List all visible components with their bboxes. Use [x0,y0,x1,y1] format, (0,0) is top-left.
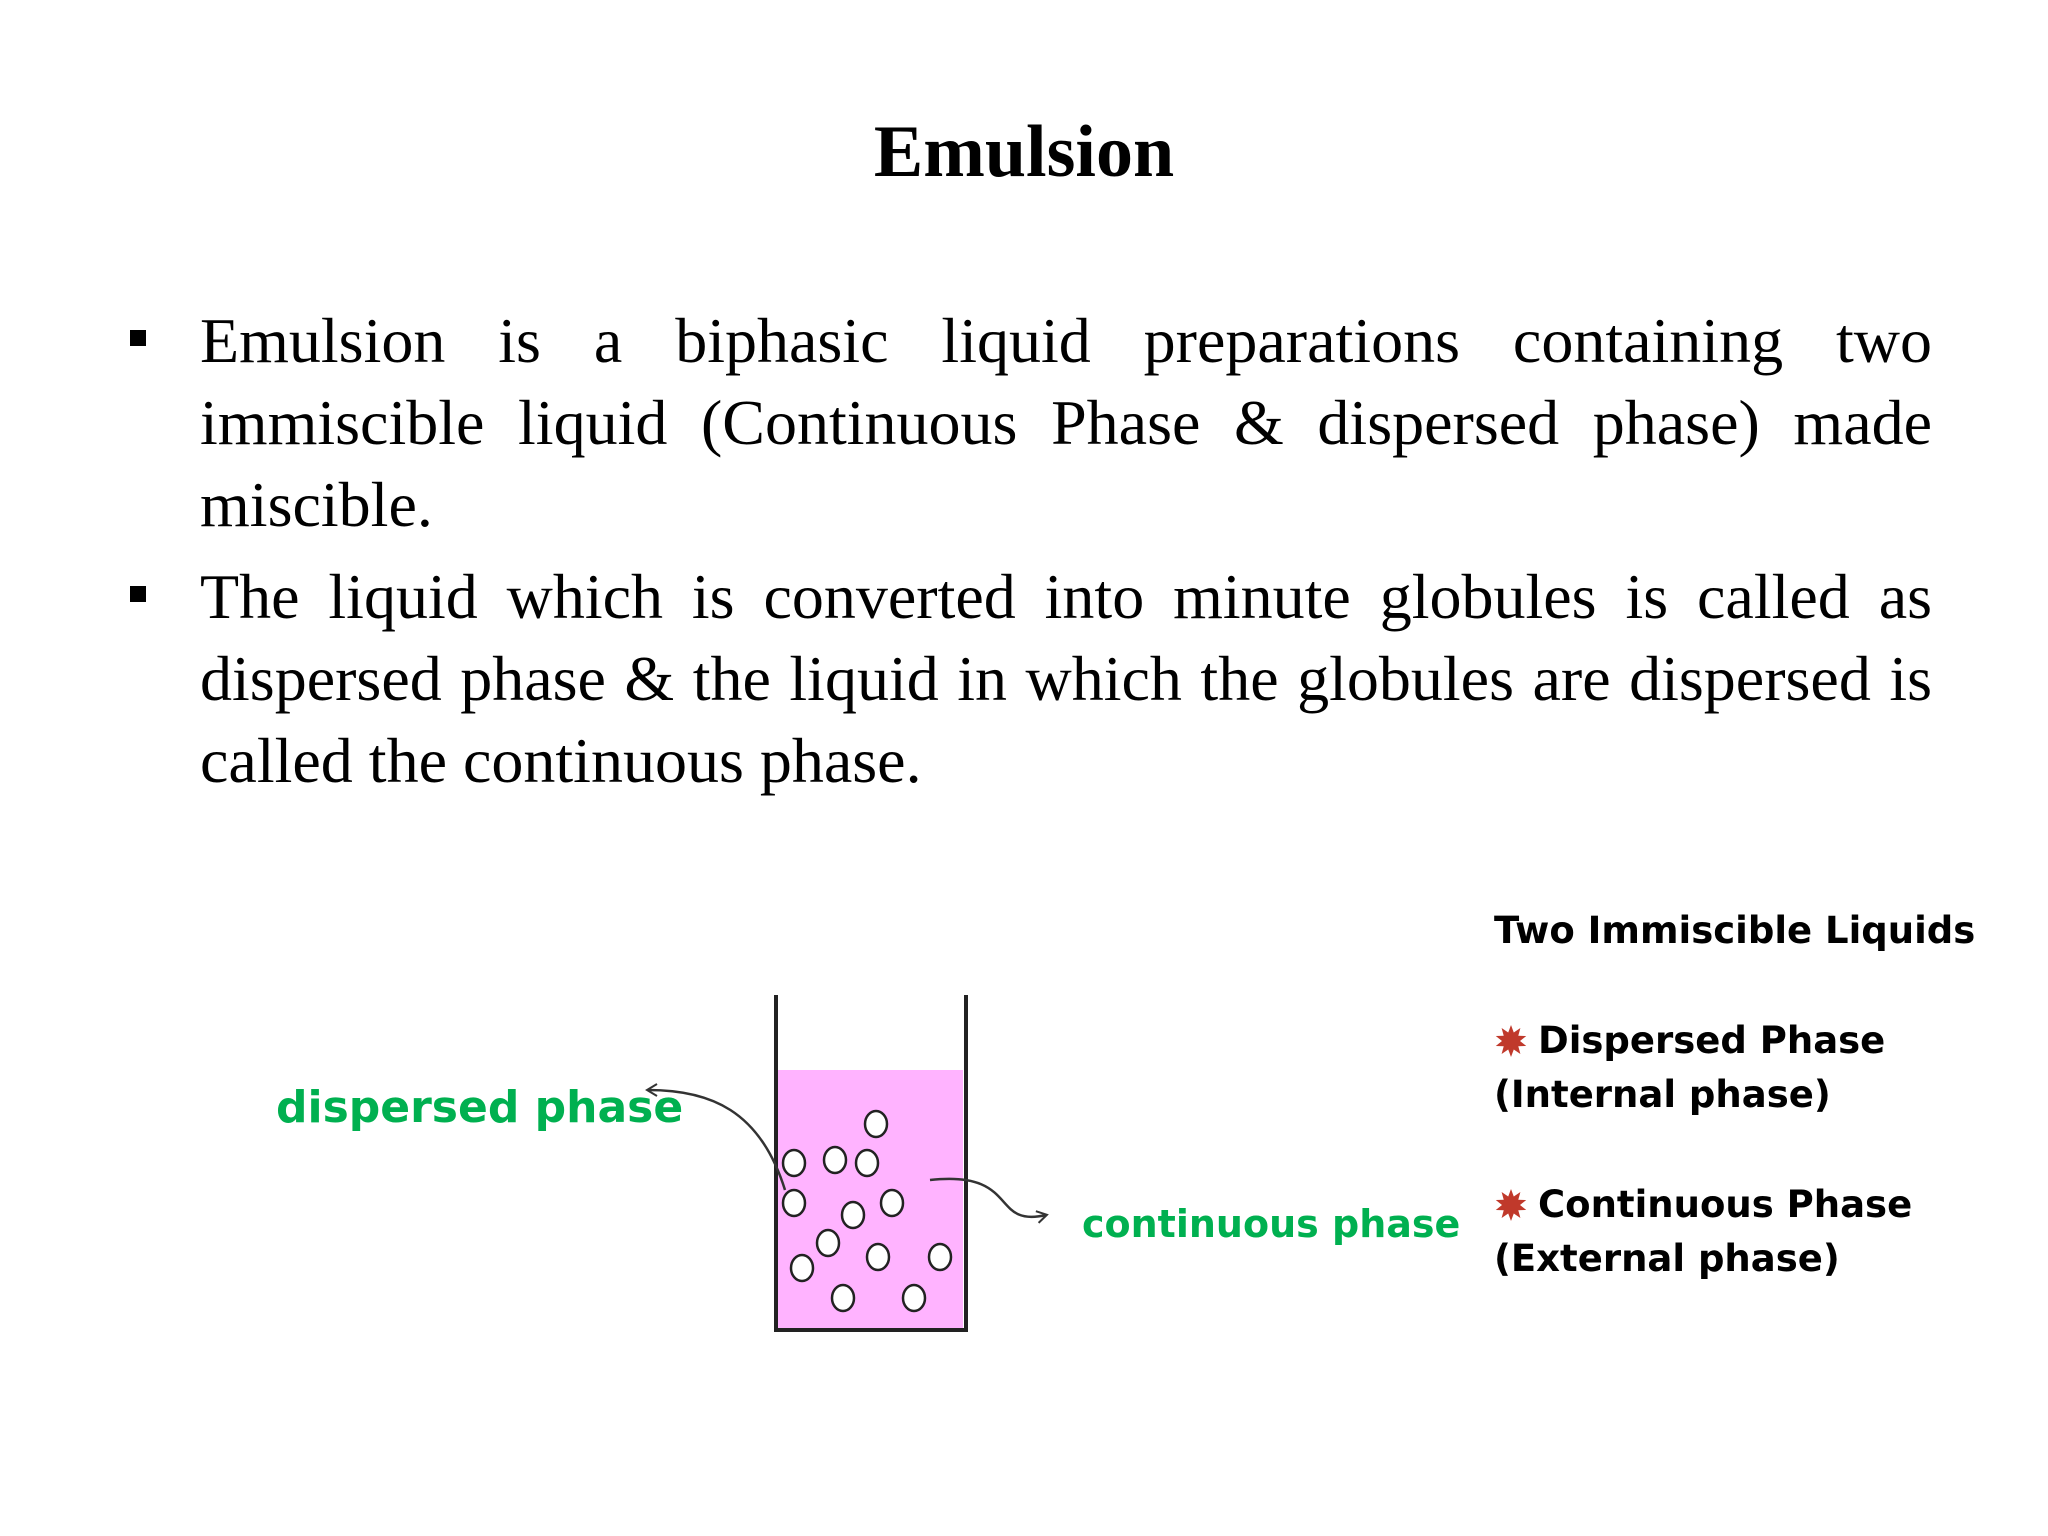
globule [863,1109,889,1139]
globule [879,1188,905,1218]
globule [789,1253,815,1283]
globule [830,1283,856,1313]
globules [781,1109,953,1313]
legend-continuous-note: (External phase) [1494,1237,1840,1280]
bullet-list: Emulsion is a biphasic liquid preparatio… [0,300,2048,812]
legend-dispersed: Dispersed Phase (Internal phase) [1494,1014,1975,1122]
slide-title: Emulsion [873,111,1175,193]
legend-continuous-name: Continuous Phase [1538,1183,1913,1226]
globule [865,1242,891,1272]
globule [840,1200,866,1230]
beaker-outline [774,995,968,1332]
red-star-burst-icon [1495,1189,1527,1221]
bullet-item: Emulsion is a biphasic liquid preparatio… [0,300,2048,546]
square-bullet-icon [130,586,146,602]
bullet-text: Emulsion is a biphasic liquid preparatio… [200,305,1932,540]
legend-title: Two Immiscible Liquids [1494,909,1976,952]
globule [822,1145,848,1175]
globule [927,1242,953,1272]
continuous-phase-arrow [929,1177,1049,1224]
legend-dispersed-note: (Internal phase) [1494,1073,1831,1116]
red-star-burst-icon [1495,1025,1527,1057]
bullet-item: The liquid which is converted into minut… [0,556,2048,802]
globule [901,1283,927,1313]
globule [781,1188,807,1218]
continuous-phase-label: continuous phase [1082,1202,1461,1246]
globule [781,1148,807,1178]
dispersed-phase-arrow [645,1083,787,1191]
globule [815,1228,841,1258]
legend: Two Immiscible Liquids Dispersed Phase (… [1494,904,1975,1286]
bullet-text: The liquid which is converted into minut… [200,561,1932,796]
legend-dispersed-name: Dispersed Phase [1538,1019,1886,1062]
globule [854,1148,880,1178]
square-bullet-icon [130,330,146,346]
legend-continuous: Continuous Phase (External phase) [1494,1178,1975,1286]
dispersed-phase-label: dispersed phase [276,1082,684,1133]
